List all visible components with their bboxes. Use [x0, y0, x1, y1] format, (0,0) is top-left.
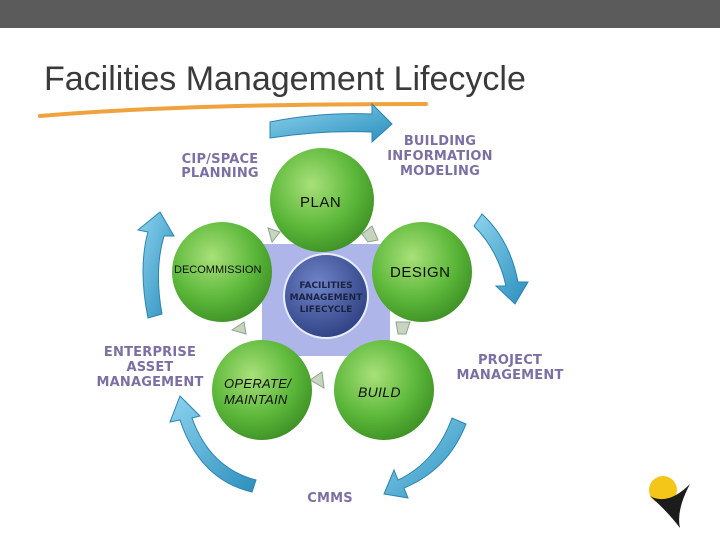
eam-label-line3: MANAGEMENT [96, 375, 204, 390]
build-node [334, 340, 434, 440]
arrow-right [473, 213, 529, 305]
decommission-label: DECOMMISSION [174, 264, 262, 276]
project-label-line2: MANAGEMENT [456, 368, 564, 383]
center-node [283, 253, 369, 339]
arrow-bottom-right [383, 417, 467, 499]
operate-label-line1: OPERATE/ [224, 376, 292, 391]
eam-label-line1: ENTERPRISE [103, 345, 197, 360]
arrow-left [136, 211, 175, 319]
project-label-line1: PROJECT [477, 353, 543, 368]
cip-label-line2: PLANNING [181, 166, 259, 181]
logo-icon [649, 476, 690, 528]
center-label-line2: MANAGEMENT [289, 293, 363, 303]
arrow-top [269, 102, 393, 144]
center-label-line1: FACILITIES [299, 281, 353, 291]
cmms-label: CMMS [307, 491, 353, 506]
cip-label-line1: CIP/SPACE [181, 152, 259, 167]
plan-node [270, 148, 374, 252]
inner-connectors [230, 225, 411, 389]
bim-label-line2: INFORMATION [387, 149, 493, 164]
plan-label: PLAN [300, 194, 342, 211]
eam-label-line2: ASSET [126, 360, 174, 375]
cycle-arrows [136, 102, 529, 499]
operate-label-line2: MAINTAIN [224, 392, 288, 407]
bim-label-line1: BUILDING [403, 134, 477, 149]
design-label: DESIGN [390, 264, 451, 281]
top-bar [0, 0, 720, 28]
bim-label-line3: MODELING [400, 164, 480, 179]
title-underline [38, 102, 428, 118]
slide-title: Facilities Management Lifecycle [44, 60, 526, 98]
operate-node [212, 340, 312, 440]
design-node [372, 222, 472, 322]
arrow-bottom-left [169, 395, 257, 493]
decommission-node [172, 222, 272, 322]
build-label: BUILD [358, 384, 401, 400]
center-label-line3: LIFECYCLE [299, 305, 353, 315]
